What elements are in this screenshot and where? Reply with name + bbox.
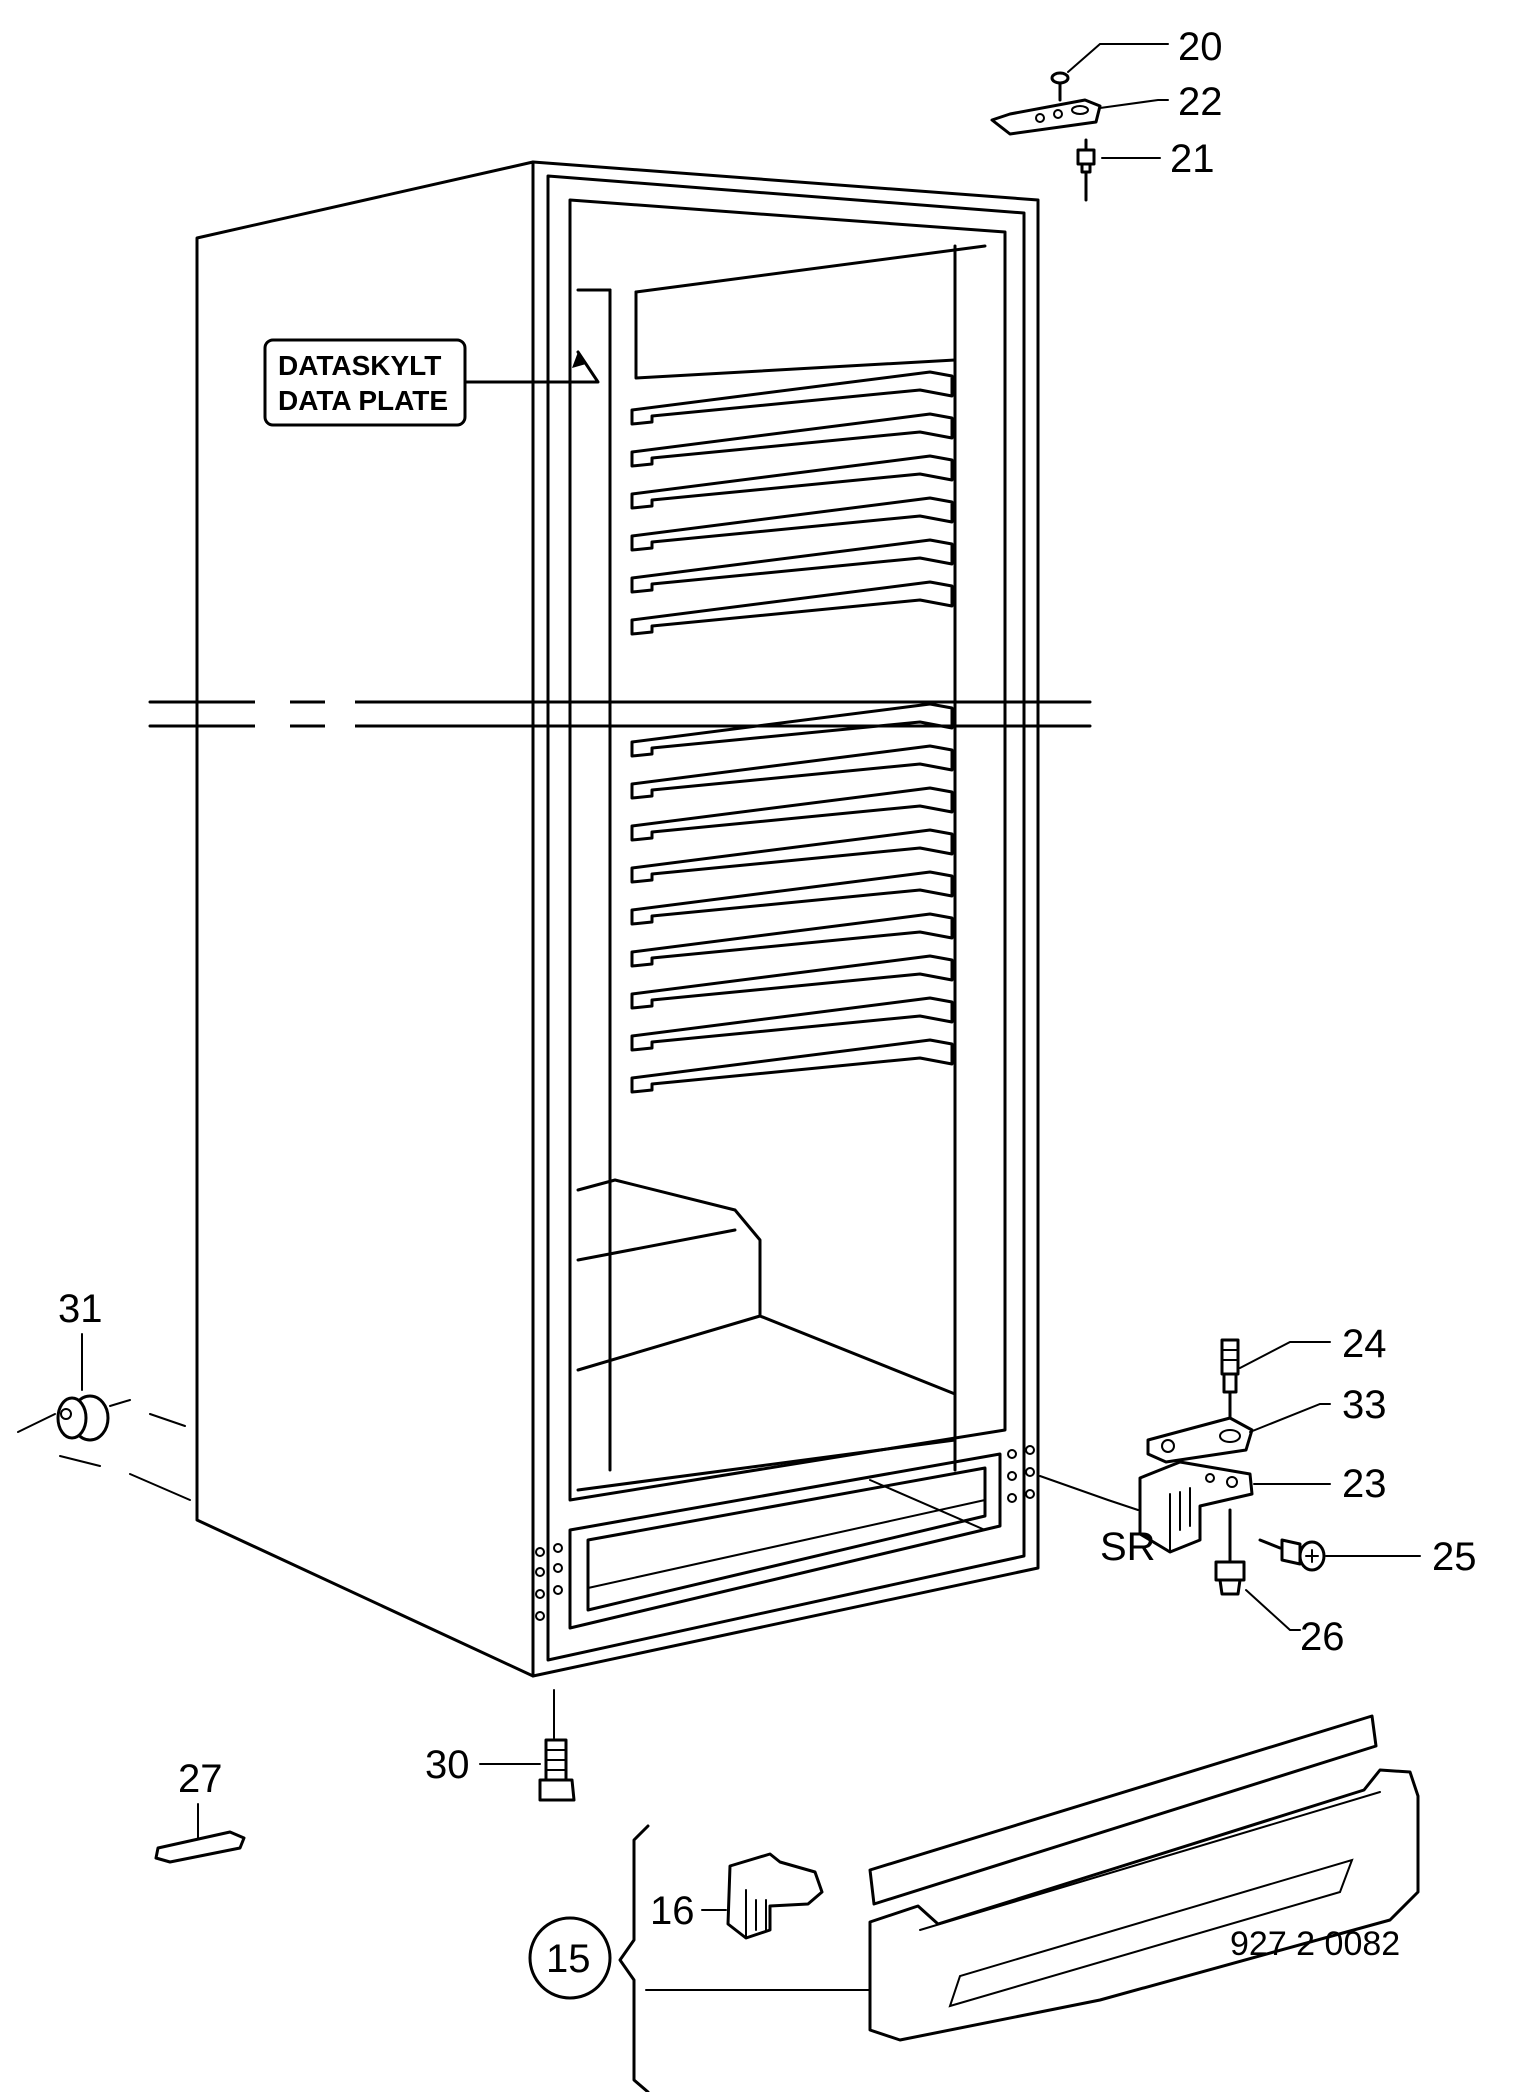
shelf-rail	[630, 1038, 954, 1094]
door-gasket-inner	[568, 198, 1007, 1502]
callout-31: 31	[58, 1287, 103, 1331]
part-31-dash-b	[59, 1455, 191, 1501]
part-31-line-left	[17, 1413, 56, 1433]
part-31-group: 31	[17, 1287, 191, 1501]
callout-33: 33	[1342, 1383, 1387, 1427]
data-plate-callout: DATASKYLT DATA PLATE	[263, 338, 600, 427]
shelf-rail	[630, 538, 954, 594]
shelf-rails	[630, 370, 954, 1094]
shelf-rail	[630, 828, 954, 884]
data-plate-label-sv: DATASKYLT	[278, 350, 441, 381]
leader-sr	[1039, 1475, 1139, 1511]
shelf-rail	[630, 870, 954, 926]
stopper-31-icon	[56, 1394, 110, 1442]
callout-25: 25	[1432, 1535, 1477, 1579]
shelf-rail	[630, 702, 954, 758]
bottom-hinge-assembly: 24 33 23 25 26	[1039, 1322, 1477, 1659]
leader-24	[1239, 1341, 1331, 1369]
callout-30: 30	[425, 1743, 470, 1787]
top-hinge-assembly: 20 22 21	[990, 25, 1223, 202]
callout-21: 21	[1170, 137, 1215, 181]
hinge-pin-24-icon	[1220, 1338, 1240, 1432]
hinge-holes-right	[1007, 1445, 1035, 1503]
data-plate-arrow	[463, 350, 600, 384]
liner-top-shelf	[634, 290, 957, 380]
shelf-rail	[630, 412, 954, 468]
leader-26	[1245, 1589, 1301, 1631]
hinge-pin-21-icon	[1076, 138, 1096, 202]
leader-20	[1067, 43, 1169, 73]
callout-23: 23	[1342, 1462, 1387, 1506]
leader-22	[1099, 99, 1169, 109]
shelf-rail	[630, 496, 954, 552]
hinge-washer-33-icon	[1146, 1416, 1254, 1464]
liner-floor	[576, 1314, 762, 1372]
door-trim-strip-icon	[868, 1714, 1420, 2042]
liner-top-edge	[634, 244, 987, 294]
top-hinge-plate-22-icon	[990, 98, 1102, 136]
screw-25-icon	[1258, 1538, 1326, 1572]
liner-step-top	[576, 1228, 737, 1262]
callout-20: 20	[1178, 25, 1223, 69]
wrench-27-icon	[154, 1830, 246, 1864]
shelf-rail	[630, 912, 954, 968]
callout-24: 24	[1342, 1322, 1387, 1366]
group-brace	[618, 1824, 650, 2092]
part-31-dash-a	[109, 1399, 186, 1427]
callout-27: 27	[178, 1757, 223, 1801]
drawing-number: 927 2 0082	[1230, 1925, 1400, 1963]
leader-33	[1249, 1403, 1331, 1433]
kick-plate-inner	[586, 1466, 987, 1612]
shelf-rail	[630, 996, 954, 1052]
shelf-rail	[630, 454, 954, 510]
door-gasket-outer	[546, 174, 1026, 1662]
kick-plate-slant	[869, 1479, 986, 1531]
side-label-sr: SR	[1100, 1525, 1156, 1569]
callout-22: 22	[1178, 80, 1223, 124]
shelf-rail	[630, 954, 954, 1010]
nut-26-icon	[1214, 1560, 1246, 1596]
part-15-group: 15 16 927 2 0082	[528, 1714, 1420, 2092]
cabinet-body	[195, 160, 1040, 1678]
clip-16-icon	[726, 1852, 824, 1940]
data-plate-label-en: DATA PLATE	[278, 385, 448, 416]
shelf-rail	[630, 580, 954, 636]
callout-16: 16	[650, 1889, 695, 1933]
cabinet-front-frame	[531, 160, 1040, 1678]
callout-26: 26	[1300, 1615, 1345, 1659]
shelf-rail	[630, 744, 954, 800]
liner-step	[576, 1178, 957, 1396]
shelf-rail	[630, 786, 954, 842]
callout-15-circle	[528, 1916, 612, 2000]
adjustable-foot-30-icon	[538, 1738, 576, 1802]
part-27-group: 27	[154, 1757, 246, 1864]
liner-bottom	[576, 1438, 957, 1492]
hinge-holes-left	[535, 1543, 563, 1621]
screw-20-icon	[1050, 71, 1070, 102]
callout-15: 15	[546, 1937, 591, 1981]
part-30-group: 30	[425, 1689, 576, 1802]
kick-plate-rib	[587, 1499, 986, 1589]
break-lines	[148, 698, 1092, 730]
kick-plate	[568, 1452, 1002, 1630]
hinge-bracket-23-icon	[1138, 1460, 1254, 1554]
data-plate-arrowhead	[572, 352, 586, 368]
shelf-rail	[630, 370, 954, 426]
